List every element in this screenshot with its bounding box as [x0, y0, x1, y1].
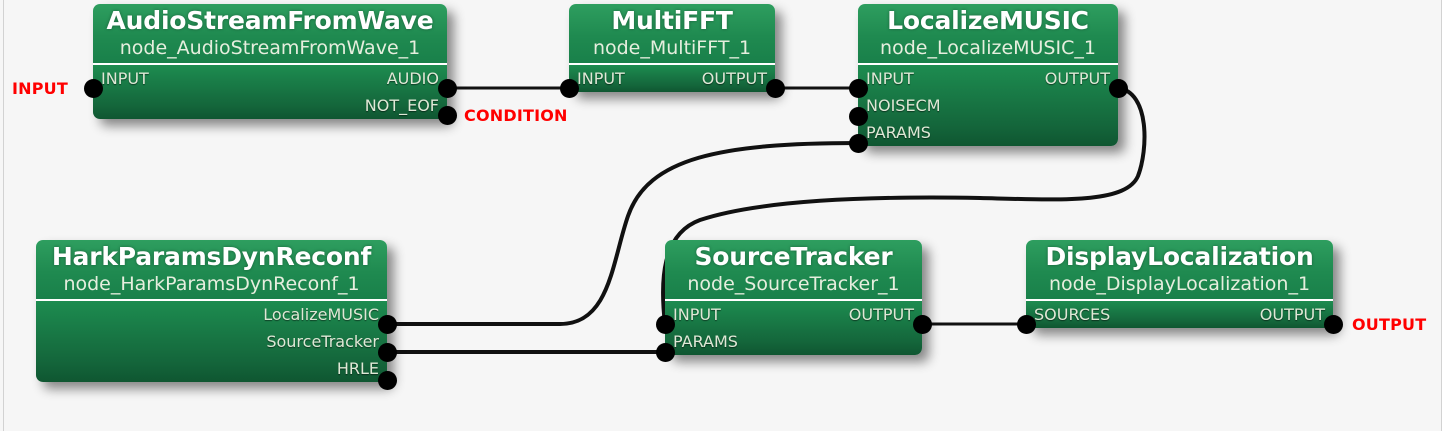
port-label-input[interactable]: INPUT — [577, 69, 625, 88]
node-subtitle: node_HarkParamsDynReconf_1 — [63, 273, 360, 295]
node-body: LocalizeMUSIC SourceTracker HRLE — [36, 301, 387, 382]
port-row: INPUT AUDIO — [93, 65, 447, 92]
node-title: MultiFFT — [611, 6, 733, 35]
node-header: MultiFFT node_MultiFFT_1 — [569, 4, 775, 65]
node-displaylocalization[interactable]: DisplayLocalization node_DisplayLocaliza… — [1026, 240, 1333, 328]
node-header: SourceTracker node_SourceTracker_1 — [665, 240, 922, 301]
port-dot-harkparamsdynreconf-sourcetracker[interactable] — [377, 342, 397, 362]
node-sourcetracker[interactable]: SourceTracker node_SourceTracker_1 INPUT… — [665, 240, 922, 355]
node-subtitle: node_AudioStreamFromWave_1 — [119, 37, 421, 59]
node-header: AudioStreamFromWave node_AudioStreamFrom… — [93, 4, 447, 65]
node-title: LocalizeMUSIC — [887, 6, 1089, 35]
node-header: HarkParamsDynReconf node_HarkParamsDynRe… — [36, 240, 387, 301]
port-label-params[interactable]: PARAMS — [866, 123, 931, 142]
node-header: DisplayLocalization node_DisplayLocaliza… — [1026, 240, 1333, 301]
port-dot-sourcetracker-output[interactable] — [912, 314, 932, 334]
port-label-noisecm[interactable]: NOISECM — [866, 96, 941, 115]
port-label-input[interactable]: INPUT — [866, 69, 914, 88]
port-label-hrle[interactable]: HRLE — [336, 359, 379, 378]
terminal-input[interactable]: INPUT — [12, 79, 68, 98]
node-localizemusic[interactable]: LocalizeMUSIC node_LocalizeMUSIC_1 INPUT… — [858, 4, 1118, 146]
node-title: HarkParamsDynReconf — [51, 242, 372, 271]
port-dot-localizemusic-output[interactable] — [1108, 78, 1128, 98]
port-row: LocalizeMUSIC — [36, 301, 387, 328]
node-title: AudioStreamFromWave — [106, 6, 434, 35]
node-body: INPUT OUTPUT NOISECM PARAMS — [858, 65, 1118, 146]
node-subtitle: node_LocalizeMUSIC_1 — [880, 37, 1096, 59]
terminal-condition[interactable]: CONDITION — [464, 106, 568, 125]
port-dot-audiostreamfromwave-not-eof[interactable] — [437, 105, 457, 125]
port-row: SOURCES OUTPUT — [1026, 301, 1333, 328]
port-label-input[interactable]: INPUT — [101, 69, 149, 88]
port-label-audio[interactable]: AUDIO — [386, 69, 439, 88]
node-subtitle: node_MultiFFT_1 — [592, 37, 752, 59]
port-dot-displaylocalization-output[interactable] — [1323, 314, 1343, 334]
port-row: INPUT OUTPUT — [569, 65, 775, 92]
port-label-output[interactable]: OUTPUT — [1259, 305, 1325, 324]
port-label-not-eof[interactable]: NOT_EOF — [364, 96, 439, 115]
terminal-output[interactable]: OUTPUT — [1352, 315, 1427, 334]
port-dot-multifft-input[interactable] — [559, 78, 579, 98]
port-row: INPUT OUTPUT — [858, 65, 1118, 92]
port-row: PARAMS — [858, 119, 1118, 146]
port-label-output[interactable]: OUTPUT — [1044, 69, 1110, 88]
port-label-input[interactable]: INPUT — [673, 305, 721, 324]
port-label-sourcetracker[interactable]: SourceTracker — [266, 332, 379, 351]
port-label-params[interactable]: PARAMS — [673, 332, 738, 351]
port-dot-sourcetracker-params[interactable] — [655, 342, 675, 362]
node-multifft[interactable]: MultiFFT node_MultiFFT_1 INPUT OUTPUT — [569, 4, 775, 92]
port-dot-sourcetracker-input[interactable] — [655, 314, 675, 334]
node-subtitle: node_DisplayLocalization_1 — [1048, 273, 1311, 295]
port-row: NOISECM — [858, 92, 1118, 119]
port-row: INPUT OUTPUT — [665, 301, 922, 328]
port-dot-audiostreamfromwave-audio[interactable] — [437, 78, 457, 98]
node-harkparamsdynreconf[interactable]: HarkParamsDynReconf node_HarkParamsDynRe… — [36, 240, 387, 382]
port-dot-audiostreamfromwave-input[interactable] — [83, 78, 103, 98]
node-title: DisplayLocalization — [1045, 242, 1314, 271]
port-row: NOT_EOF — [93, 92, 447, 119]
port-dot-localizemusic-noisecm[interactable] — [848, 106, 868, 126]
port-label-sources[interactable]: SOURCES — [1034, 305, 1111, 324]
node-audiostreamfromwave[interactable]: AudioStreamFromWave node_AudioStreamFrom… — [93, 4, 447, 119]
node-title: SourceTracker — [694, 242, 893, 271]
port-dot-harkparamsdynreconf-localizemusic[interactable] — [377, 314, 397, 334]
node-body: INPUT AUDIO NOT_EOF — [93, 65, 447, 119]
port-row: SourceTracker — [36, 328, 387, 355]
node-subtitle: node_SourceTracker_1 — [687, 273, 900, 295]
port-dot-localizemusic-input[interactable] — [848, 78, 868, 98]
port-label-output[interactable]: OUTPUT — [848, 305, 914, 324]
node-body: INPUT OUTPUT PARAMS — [665, 301, 922, 355]
port-dot-harkparamsdynreconf-hrle[interactable] — [377, 370, 397, 390]
port-dot-multifft-output[interactable] — [765, 78, 785, 98]
port-label-localizemusic[interactable]: LocalizeMUSIC — [263, 305, 379, 324]
port-row: PARAMS — [665, 328, 922, 355]
port-dot-localizemusic-params[interactable] — [848, 133, 868, 153]
node-body: INPUT OUTPUT — [569, 65, 775, 92]
node-body: SOURCES OUTPUT — [1026, 301, 1333, 328]
node-header: LocalizeMUSIC node_LocalizeMUSIC_1 — [858, 4, 1118, 65]
port-row: HRLE — [36, 355, 387, 382]
port-dot-displaylocalization-sources[interactable] — [1016, 314, 1036, 334]
port-label-output[interactable]: OUTPUT — [701, 69, 767, 88]
